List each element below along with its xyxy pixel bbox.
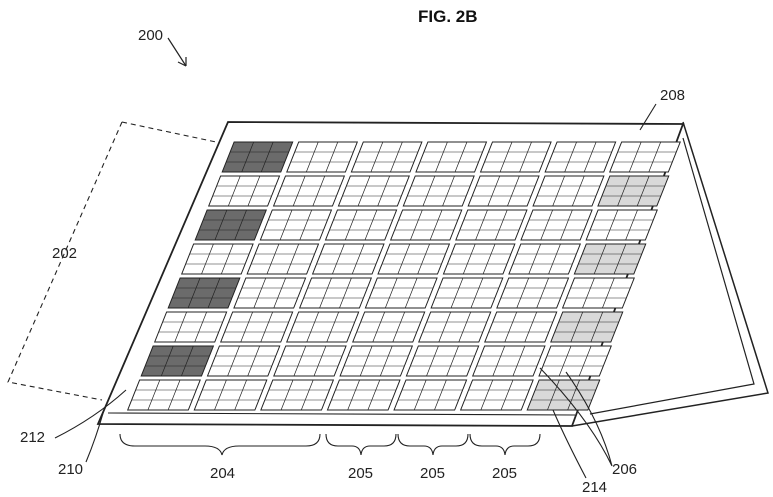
label-204: 204 [210,465,235,482]
solar-cell-r4-c5 [442,243,516,275]
solar-cell-r7-c5 [405,345,480,377]
solar-cell-r1-c5 [479,141,552,173]
solar-cell-r2-c7 [597,175,670,207]
solar-cell-r2-c4 [402,175,475,207]
solar-cell-r4-c2 [246,243,320,275]
solar-cell-r1-c4 [415,141,488,173]
solar-cell-r7-c4 [339,345,414,377]
solar-cell-r2-c3 [337,175,410,207]
solar-cell-r5-c1 [167,277,241,309]
solar-cell-grid [126,141,681,411]
solar-cell-r3-c4 [389,209,463,241]
solar-cell-r3-c1 [194,209,268,241]
panel-bottom-edge [107,412,576,416]
solar-cell-r5-c6 [496,277,570,309]
solar-cell-r3-c2 [259,209,333,241]
leader-208 [639,103,657,131]
solar-cell-r8-c3 [260,379,335,411]
solar-cell-r4-c6 [508,243,582,275]
solar-cell-r6-c1 [153,311,228,343]
solar-cell-r7-c1 [140,345,215,377]
solar-cell-r5-c2 [233,277,307,309]
label-210: 210 [58,461,83,478]
solar-cell-r5-c4 [364,277,438,309]
leader-206 [539,367,613,467]
solar-cell-r5-c7 [561,277,635,309]
label-202: 202 [52,245,77,262]
solar-cell-r2-c2 [272,175,346,207]
solar-cell-r8-c7 [526,379,601,411]
solar-cell-r1-c3 [350,141,423,173]
label-205-b: 205 [420,465,445,482]
solar-cell-r7-c7 [538,345,612,377]
label-205-a: 205 [348,465,373,482]
solar-cell-r6-c6 [484,311,558,343]
solar-cell-r5-c3 [298,277,373,309]
solar-cell-r3-c7 [585,209,658,241]
brace-205-b [397,433,469,456]
solar-cell-r3-c6 [520,209,593,241]
brace-205-c [469,433,541,456]
label-205-c: 205 [492,465,517,482]
solar-cell-r4-c4 [377,243,451,275]
solar-cell-r3-c5 [455,209,528,241]
solar-cell-r7-c6 [471,345,546,377]
label-212: 212 [20,429,45,446]
solar-cell-r7-c2 [206,345,281,377]
solar-cell-r8-c2 [193,379,268,411]
solar-cell-r4-c1 [180,243,254,275]
solar-cell-r2-c1 [207,175,281,207]
leader-210 [85,409,105,463]
leader-214 [552,409,587,479]
arrowhead-200 [177,57,187,67]
brace-205-a [325,433,397,456]
solar-cell-r1-c7 [608,141,681,173]
side-frame [571,121,769,427]
solar-cell-r1-c1 [221,141,294,173]
figure-title: FIG. 2B [418,7,478,26]
solar-cell-r6-c4 [352,311,426,343]
arrow-200 [167,37,187,67]
solar-cell-r8-c1 [126,379,201,411]
solar-cell-r8-c4 [326,379,401,411]
brace-204 [119,433,321,456]
solar-cell-r2-c6 [532,175,605,207]
solar-cell-r3-c3 [324,209,398,241]
solar-cell-r5-c5 [430,277,504,309]
solar-cell-r4-c3 [311,243,385,275]
solar-cell-r1-c6 [544,141,617,173]
label-214: 214 [582,479,607,496]
solar-cell-r4-c7 [573,243,647,275]
dashed-roof-outline [7,121,217,401]
leader-212 [54,389,127,439]
label-200: 200 [138,27,163,44]
label-206: 206 [612,461,637,478]
solar-cell-r2-c5 [467,175,540,207]
label-208: 208 [660,87,685,104]
solar-cell-r8-c5 [393,379,468,411]
solar-cell-r7-c3 [273,345,347,377]
solar-cell-r6-c3 [286,311,360,343]
solar-cell-r6-c2 [219,311,294,343]
solar-cell-r8-c6 [459,379,534,411]
solar-cell-r1-c2 [286,141,359,173]
solar-cell-r6-c5 [418,311,492,343]
solar-cell-r6-c7 [550,311,624,343]
